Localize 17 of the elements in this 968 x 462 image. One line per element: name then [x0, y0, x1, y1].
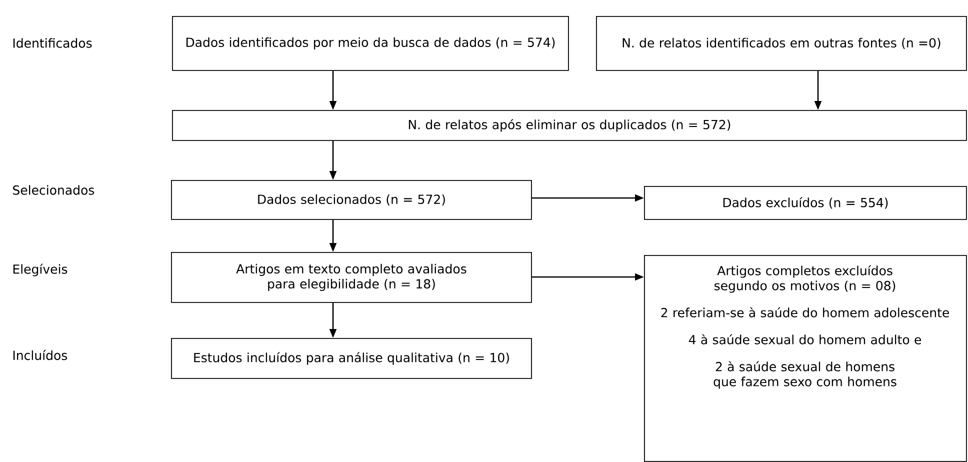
process-box: N. de relatos após eliminar os duplicados (n = 572): [172, 110, 967, 141]
box-text: Artigos completos excluídos segundo os motivos (n = 08) 2 referiam-se à saúde do homem adolescente 4 à saúde sexual do homem adulto e 2 à saúde sexual de homens que fazem sexo com homens: [661, 265, 949, 389]
stage-label: Identificados: [13, 38, 92, 48]
stage-label: Selecionados: [13, 185, 94, 195]
node-label: 2 à saúde sexual de homens que fazem sexo com homens: [714, 361, 896, 389]
process-box: Dados excluídos (n = 554): [644, 186, 967, 220]
process-box: Dados selecionados (n = 572): [171, 180, 532, 220]
process-box: Dados identificados por meio da busca de dados (n = 574): [172, 16, 569, 71]
process-box: N. de relatos identificados em outras fontes (n =0): [596, 16, 967, 71]
process-box: Artigos em texto completo avaliados para elegibilidade (n = 18): [171, 252, 532, 303]
node-label: 2 referiam-se à saúde do homem adolescente: [661, 307, 949, 318]
node-label: Artigos completos excluídos segundo os motivos (n = 08): [714, 265, 896, 293]
node-label: 4 à saúde sexual do homem adulto e: [688, 334, 922, 344]
stage-label: Elegíveis: [13, 264, 68, 276]
stage-label: Incluídos: [13, 350, 68, 360]
process-box: Estudos incluídos para análise qualitativa (n = 10): [171, 338, 532, 379]
exclusion-box: [644, 254, 967, 462]
